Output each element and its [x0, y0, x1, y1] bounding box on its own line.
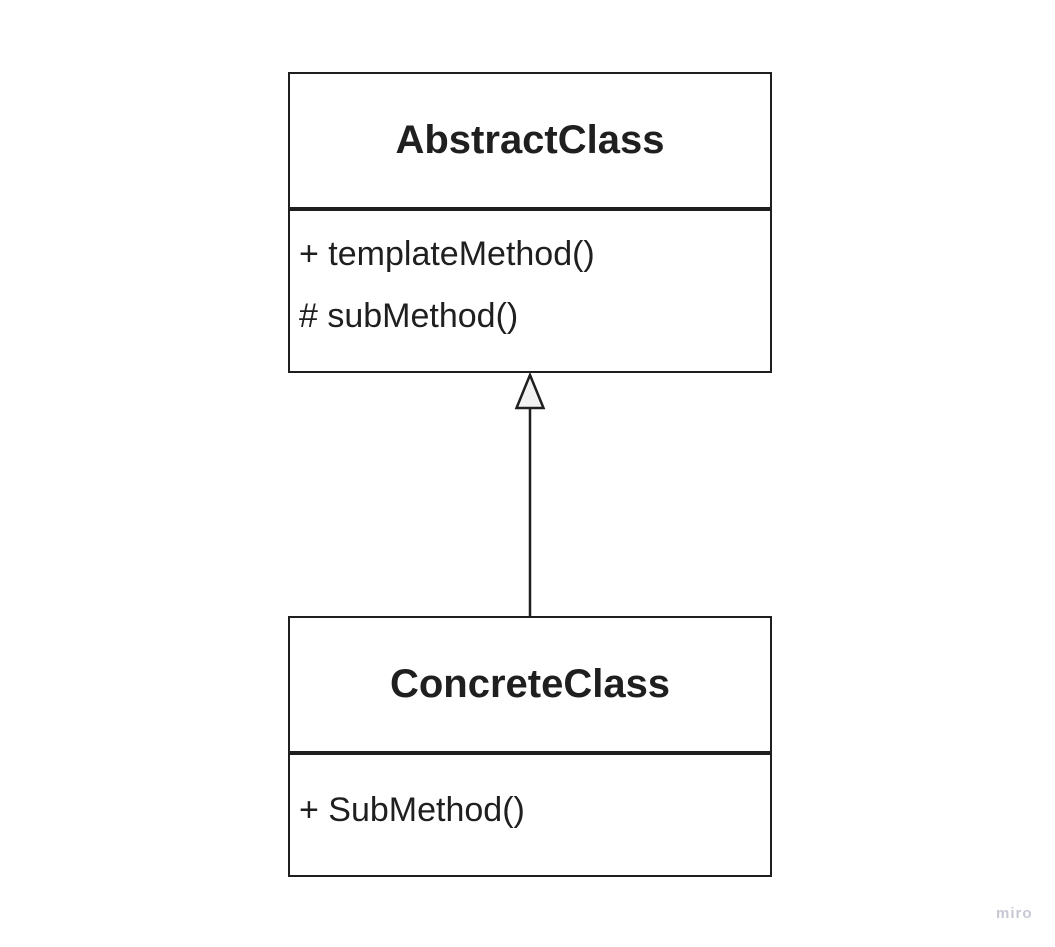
inheritance-triangle-icon [514, 373, 546, 410]
class-header-abstractclass: AbstractClass [290, 74, 770, 211]
member-sub-method-abstract: # subMethod() [299, 297, 519, 335]
class-name-concreteclass: ConcreteClass [389, 662, 671, 706]
miro-watermark: miro [996, 905, 1033, 922]
uml-class-concreteclass[interactable]: ConcreteClass + SubMethod() [288, 616, 772, 877]
class-name-abstractclass: AbstractClass [395, 118, 665, 162]
class-members-abstractclass: + templateMethod() # subMethod() [290, 211, 770, 347]
uml-class-abstractclass[interactable]: AbstractClass + templateMethod() # subMe… [288, 72, 772, 373]
class-members-concreteclass: + SubMethod() [290, 755, 770, 841]
member-sub-method-concrete: + SubMethod() [299, 791, 525, 829]
class-header-concreteclass: ConcreteClass [290, 618, 770, 755]
member-template-method: + templateMethod() [299, 235, 595, 273]
inheritance-arrow[interactable] [512, 373, 548, 616]
